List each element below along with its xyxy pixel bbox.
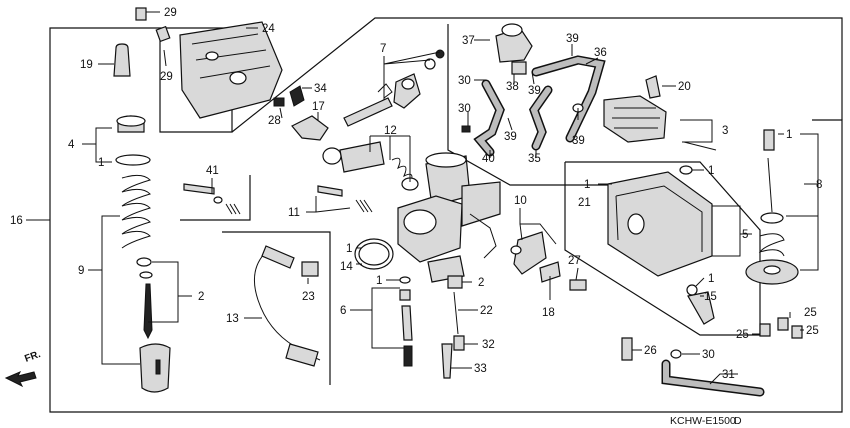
callout-16: 16 <box>10 215 23 227</box>
callout-15: 15 <box>704 291 717 303</box>
callout-1: 1 <box>786 129 792 141</box>
part-22-32-33 <box>441 275 465 379</box>
part-8-diaphragm <box>745 129 799 285</box>
part-19-cap <box>113 43 131 77</box>
diagram-code: KCHW-E1500 D <box>670 415 742 427</box>
callout-32: 32 <box>482 339 495 351</box>
callout-9: 9 <box>78 265 84 277</box>
callout-6: 6 <box>340 305 346 317</box>
callout-24: 24 <box>262 23 275 35</box>
callout-27: 27 <box>568 255 581 267</box>
part-4-top-cap <box>115 115 151 166</box>
diagram-code-text: KCHW-E1500 <box>670 415 736 427</box>
callout-33: 33 <box>474 363 487 375</box>
part-carburetor-body <box>397 152 501 283</box>
callout-17: 17 <box>312 101 325 113</box>
callout-18: 18 <box>542 307 555 319</box>
part-6-jets <box>399 276 413 367</box>
part-13-wire <box>253 245 321 367</box>
callout-14: 14 <box>340 261 353 273</box>
callout-39: 39 <box>504 131 517 143</box>
callout-13: 13 <box>226 313 239 325</box>
part-2-needle <box>136 257 153 340</box>
callout-1: 1 <box>708 273 714 285</box>
part-10-18-27-linkage <box>510 231 587 291</box>
callout-8: 8 <box>816 179 822 191</box>
callout-22: 22 <box>480 305 493 317</box>
hose-group-frame <box>447 24 640 186</box>
outer-frame <box>49 27 843 413</box>
callout-labels: 29 24 29 19 34 28 17 7 12 4 1 41 11 16 9… <box>10 7 822 381</box>
callout-21: 21 <box>578 197 591 209</box>
part-29-screws <box>135 7 171 43</box>
callout-19: 19 <box>80 59 93 71</box>
wire-frame <box>222 231 331 385</box>
part-9-spring <box>121 174 151 249</box>
callout-25: 25 <box>806 325 819 337</box>
callout-31: 31 <box>722 369 735 381</box>
part-14-o-ring <box>354 238 394 270</box>
callout-35: 35 <box>528 153 541 165</box>
part-20-3-filter <box>603 75 717 151</box>
group-outlines <box>49 17 843 413</box>
callout-12: 12 <box>384 125 397 137</box>
callout-2: 2 <box>198 291 204 303</box>
part-7-throttle <box>343 49 445 127</box>
diagram-code-suffix: D <box>734 415 742 427</box>
callout-11: 11 <box>288 207 300 219</box>
callout-10: 10 <box>514 195 527 207</box>
callout-23: 23 <box>302 291 315 303</box>
callout-39: 39 <box>566 33 579 45</box>
part-24-cover <box>179 21 283 119</box>
callout-1: 1 <box>98 157 104 169</box>
part-34-28-17 <box>273 85 329 141</box>
callout-34: 34 <box>314 83 327 95</box>
front-indicator-label: FR. <box>23 349 42 365</box>
part-11-pilot-screw <box>317 185 373 213</box>
upper-center-frame <box>231 17 843 133</box>
part-5-float-chamber <box>607 165 715 325</box>
callout-39: 39 <box>528 85 541 97</box>
callout-2: 2 <box>478 277 484 289</box>
callout-29: 29 <box>160 71 173 83</box>
part-25-26-30-31 <box>621 317 803 397</box>
callout-25: 25 <box>736 329 749 341</box>
callout-3: 3 <box>722 125 728 137</box>
callout-40: 40 <box>482 153 495 165</box>
leader-lines <box>26 11 819 385</box>
callout-5: 5 <box>742 229 748 241</box>
callout-1: 1 <box>584 179 590 191</box>
callout-30: 30 <box>458 103 471 115</box>
callout-29: 29 <box>164 7 177 19</box>
part-piston-valve <box>139 343 171 393</box>
callout-39: 39 <box>572 135 585 147</box>
callout-7: 7 <box>380 43 386 55</box>
callout-20: 20 <box>678 81 691 93</box>
callout-4: 4 <box>68 139 75 151</box>
part-41-screw-set <box>183 183 241 215</box>
callout-37: 37 <box>462 35 475 47</box>
callout-26: 26 <box>644 345 657 357</box>
front-arrow-icon <box>4 371 37 388</box>
callout-1: 1 <box>376 275 382 287</box>
callout-36: 36 <box>594 47 607 59</box>
set41-frame <box>180 175 251 221</box>
callout-30: 30 <box>702 349 715 361</box>
front-arrow-indicator: FR. <box>4 349 42 388</box>
callout-1: 1 <box>708 165 714 177</box>
part-hoses <box>461 55 606 157</box>
callout-28: 28 <box>268 115 281 127</box>
callout-1: 1 <box>346 243 352 255</box>
callout-41: 41 <box>206 165 219 177</box>
callout-38: 38 <box>506 81 519 93</box>
part-37-valve <box>495 23 533 75</box>
part-12-choke <box>322 141 419 191</box>
callout-25: 25 <box>804 307 817 319</box>
callout-30: 30 <box>458 75 471 87</box>
